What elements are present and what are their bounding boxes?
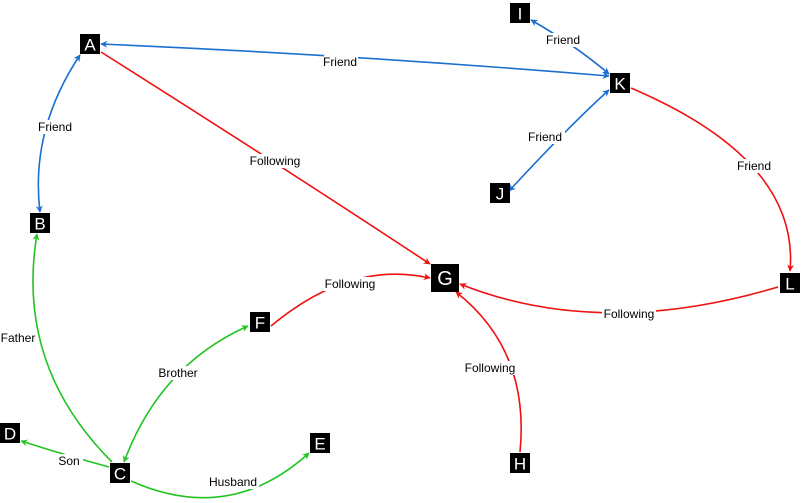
edge-label-c-b: Father	[0, 331, 36, 345]
edge-label-h-g: Following	[463, 361, 517, 375]
node-h[interactable]: H	[510, 453, 530, 474]
edge-label-text: Friend	[323, 55, 357, 69]
node-box	[310, 433, 330, 453]
node-label: F	[255, 314, 265, 333]
node-f[interactable]: F	[250, 312, 270, 333]
edge-label-background	[156, 366, 200, 380]
edge-label-background	[55, 454, 83, 468]
edge-k-l	[630, 87, 795, 272]
edge-label-i-k: Friend	[543, 33, 583, 47]
edge-label-c-e: Husband	[207, 475, 259, 489]
node-label: A	[84, 36, 96, 55]
edge-label-background	[324, 55, 358, 69]
node-box	[30, 213, 50, 233]
edge-label-text: Following	[325, 277, 376, 291]
edge-label-f-g: Following	[323, 277, 377, 291]
node-box	[431, 264, 459, 292]
node-d[interactable]: D	[0, 423, 20, 444]
edge-label-text: Brother	[158, 366, 197, 380]
edge-label-background	[323, 277, 377, 291]
node-a[interactable]: A	[80, 34, 100, 55]
node-c[interactable]: C	[110, 463, 130, 484]
edge-label-text: Following	[604, 307, 655, 321]
node-l[interactable]: L	[780, 273, 800, 294]
edge-label-text: Following	[465, 361, 516, 375]
edge-label-c-d: Son	[55, 454, 83, 468]
node-b[interactable]: B	[30, 213, 50, 234]
node-label: H	[514, 455, 526, 474]
edge-label-text: Following	[250, 154, 301, 168]
edge-label-a-k: Friend	[323, 55, 358, 69]
node-label: J	[496, 185, 505, 204]
node-label: G	[437, 268, 453, 290]
edge-c-f	[122, 325, 249, 463]
edge-label-text: Father	[1, 331, 36, 345]
node-label: E	[314, 435, 325, 454]
edge-label-background	[463, 361, 517, 375]
node-label: D	[4, 425, 16, 444]
edge-label-text: Friend	[38, 120, 72, 134]
node-box	[0, 423, 20, 443]
node-label: I	[518, 5, 523, 24]
node-j[interactable]: J	[490, 183, 510, 204]
edge-label-background	[207, 475, 259, 489]
node-box	[110, 463, 130, 483]
node-e[interactable]: E	[310, 433, 330, 454]
edge-label-background	[543, 33, 583, 47]
edge-label-text: Friend	[546, 33, 580, 47]
node-k[interactable]: K	[610, 73, 630, 94]
node-box	[610, 73, 630, 93]
node-i[interactable]: I	[510, 3, 530, 24]
edge-label-k-l: Friend	[734, 159, 774, 173]
edge-label-background	[248, 154, 302, 168]
node-box	[490, 183, 510, 203]
edge-label-text: Friend	[528, 130, 562, 144]
edge-label-c-f: Brother	[156, 366, 200, 380]
edge-label-text: Friend	[737, 159, 771, 173]
node-label: L	[785, 275, 794, 294]
edge-label-a-b: Friend	[36, 120, 74, 134]
edge-c-b	[32, 233, 113, 463]
edge-label-text: Husband	[209, 475, 257, 489]
node-label: C	[114, 465, 126, 484]
node-box	[780, 273, 800, 293]
edge-label-l-g: Following	[602, 307, 656, 321]
node-g[interactable]: G	[431, 264, 459, 292]
edge-label-a-g: Following	[248, 154, 302, 168]
node-box	[250, 312, 270, 332]
edges-layer	[20, 19, 795, 499]
node-box	[80, 34, 100, 54]
edge-label-background	[36, 120, 74, 134]
edge-label-background	[0, 331, 36, 345]
edge-label-background	[602, 307, 656, 321]
nodes-layer: A B C D E F G H I J K L	[0, 3, 800, 484]
edge-label-j-k: Friend	[525, 130, 565, 144]
node-label: B	[34, 215, 45, 234]
edge-c-e	[130, 452, 310, 499]
node-box	[510, 3, 530, 23]
edge-label-background	[734, 159, 774, 173]
node-box	[510, 453, 530, 473]
node-label: K	[614, 75, 626, 94]
edge-label-background	[525, 130, 565, 144]
edge-label-text: Son	[58, 454, 79, 468]
